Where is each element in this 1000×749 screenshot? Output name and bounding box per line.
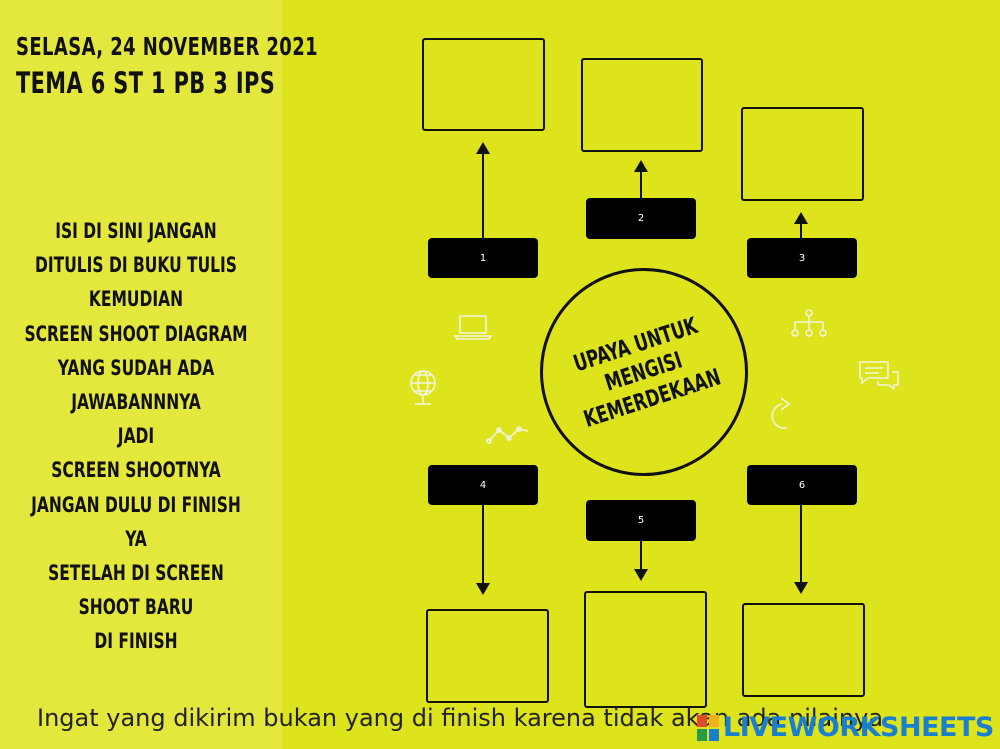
instruction-line: KEMUDIAN [88,287,184,312]
brand-logo[interactable]: LIVEWORKSHEETS [697,712,994,743]
answer-box-1[interactable] [422,38,545,131]
answer-box-6[interactable] [742,603,865,697]
brand-name: LIVEWORKSHEETS [723,712,994,743]
instructions: ISI DI SINI JANGAN DITULIS DI BUKU TULIS… [0,214,272,659]
instruction-line: SCREEN SHOOT DIAGRAM [24,321,248,346]
answer-box-4[interactable] [426,609,549,703]
instruction-line: JANGAN DULU DI FINISH [31,492,241,517]
instruction-line: SHOOT BARU [78,595,194,620]
label-2: 2 [586,198,696,239]
instruction-line: DI FINISH [94,629,178,654]
brand-mark-icon [697,714,719,741]
chat-icon [859,361,899,391]
center-topic-circle: UPAYA UNTUK MENGISI KEMERDEKAAN [540,268,748,476]
label-6: 6 [747,465,857,505]
instruction-line: SCREEN SHOOTNYA [51,458,221,483]
answer-box-3[interactable] [741,107,864,201]
instruction-line: JAWABANNNYA [71,390,201,415]
instruction-line: YANG SUDAH ADA [57,355,215,380]
refresh-arrow-icon [771,397,791,430]
instruction-line: SETELAH DI SCREEN [48,561,224,586]
instruction-line: ISI DI SINI JANGAN [55,219,217,243]
hierarchy-icon [791,309,827,337]
instruction-line: JADI [117,424,155,449]
laptop-icon [453,315,493,340]
label-4: 4 [428,465,538,505]
instruction-line: YA [125,526,147,551]
date-heading: SELASA, 24 NOVEMBER 2021 [16,32,319,61]
globe-icon [410,370,436,405]
label-1: 1 [428,238,538,278]
instruction-line: DITULIS DI BUKU TULIS [35,253,237,278]
answer-box-5[interactable] [584,591,707,708]
left-panel [0,0,282,749]
label-5: 5 [586,500,696,541]
footer-note: Ingat yang dikirim bukan yang di finish … [37,704,884,732]
topic-heading: TEMA 6 ST 1 PB 3 IPS [16,66,276,100]
line-chart-icon [486,426,529,444]
label-3: 3 [747,238,857,278]
answer-box-2[interactable] [581,58,703,152]
